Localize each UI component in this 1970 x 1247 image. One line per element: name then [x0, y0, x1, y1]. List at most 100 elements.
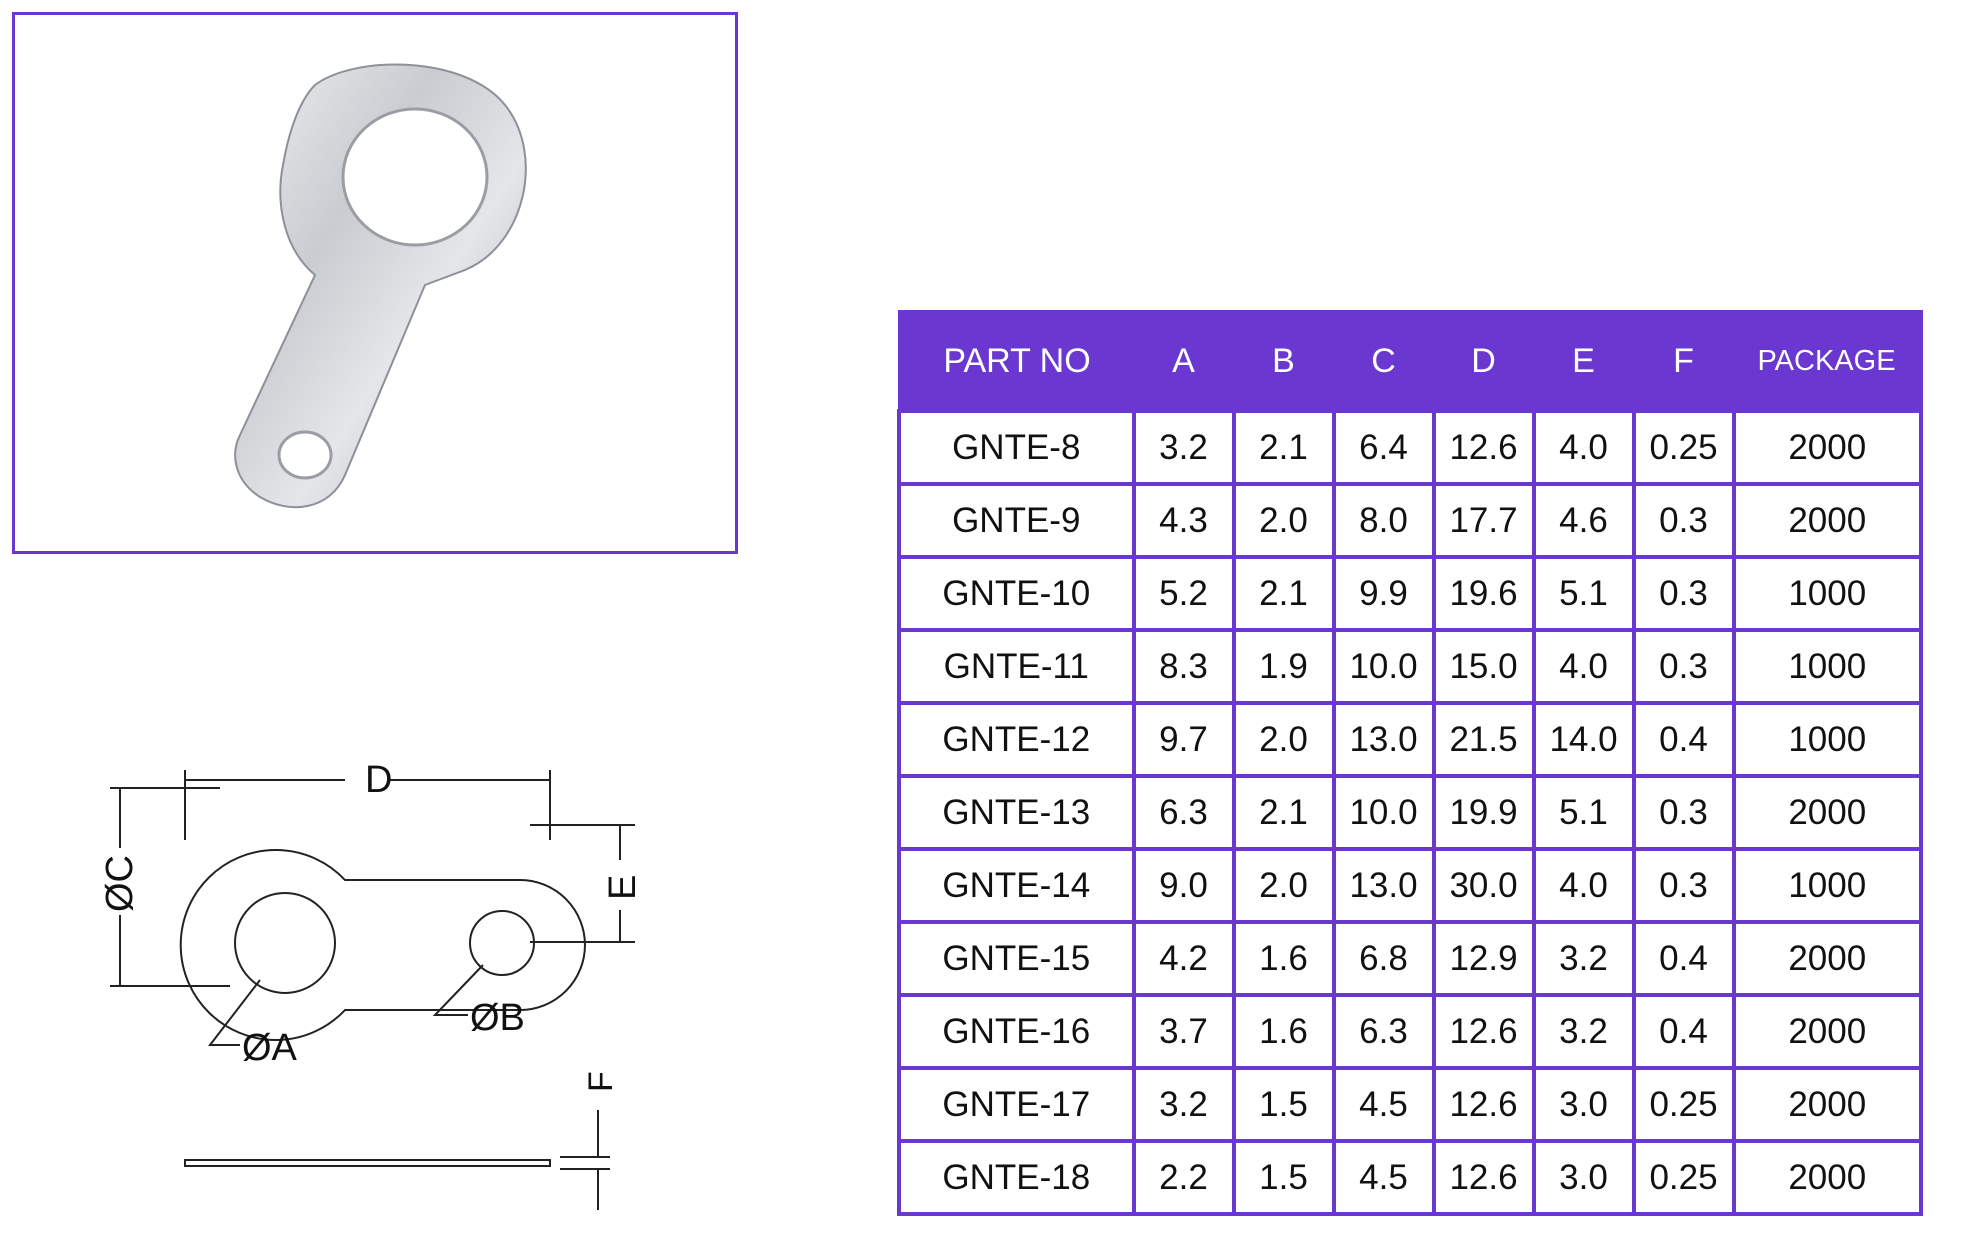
- cell-a: 6.3: [1131, 774, 1236, 851]
- cell-b: 2.1: [1231, 409, 1336, 486]
- cell-b: 2.1: [1231, 555, 1336, 632]
- cell-part-no: GNTE-16: [897, 993, 1136, 1070]
- cell-package: 2000: [1731, 920, 1923, 997]
- cell-c: 10.0: [1331, 774, 1436, 851]
- cell-f: 0.4: [1631, 701, 1736, 778]
- cell-d: 12.6: [1431, 1066, 1536, 1143]
- col-header-package: PACKAGE: [1733, 311, 1921, 411]
- cell-c: 4.5: [1331, 1066, 1436, 1143]
- cell-d: 19.9: [1431, 774, 1536, 851]
- cell-f: 0.3: [1631, 555, 1736, 632]
- cell-e: 4.0: [1531, 847, 1636, 924]
- dimension-drawing: D ØC E ØA ØB F: [90, 680, 690, 1220]
- cell-b: 1.9: [1231, 628, 1336, 705]
- cell-e: 4.0: [1531, 409, 1636, 486]
- cell-part-no: GNTE-9: [897, 482, 1136, 559]
- cell-a: 5.2: [1131, 555, 1236, 632]
- cell-b: 1.6: [1231, 920, 1336, 997]
- cell-f: 0.3: [1631, 847, 1736, 924]
- cell-e: 3.0: [1531, 1139, 1636, 1216]
- cell-c: 6.4: [1331, 409, 1436, 486]
- cell-package: 1000: [1731, 628, 1923, 705]
- hole-b: [469, 910, 535, 976]
- label-c: ØC: [99, 855, 141, 912]
- cell-d: 30.0: [1431, 847, 1536, 924]
- cell-package: 2000: [1731, 774, 1923, 851]
- solder-lug-photo: [234, 63, 527, 509]
- cell-a: 4.2: [1131, 920, 1236, 997]
- col-header-e: E: [1533, 311, 1634, 411]
- cell-part-no: GNTE-8: [897, 409, 1136, 486]
- cell-e: 5.1: [1531, 774, 1636, 851]
- cell-e: 4.0: [1531, 628, 1636, 705]
- cell-f: 0.3: [1631, 774, 1736, 851]
- cell-d: 17.7: [1431, 482, 1536, 559]
- col-header-part-no: PART NO: [899, 311, 1134, 411]
- cell-f: 0.3: [1631, 628, 1736, 705]
- lug-outline-path: [179, 849, 586, 1041]
- cell-e: 14.0: [1531, 701, 1636, 778]
- label-f: F: [582, 1071, 620, 1092]
- cell-package: 2000: [1731, 993, 1923, 1070]
- col-header-b: B: [1233, 311, 1334, 411]
- cell-c: 6.3: [1331, 993, 1436, 1070]
- hole-a: [234, 892, 336, 994]
- cell-part-no: GNTE-12: [897, 701, 1136, 778]
- cell-e: 5.1: [1531, 555, 1636, 632]
- cell-c: 6.8: [1331, 920, 1436, 997]
- cell-b: 1.5: [1231, 1139, 1336, 1216]
- cell-part-no: GNTE-11: [897, 628, 1136, 705]
- cell-d: 21.5: [1431, 701, 1536, 778]
- cell-e: 3.2: [1531, 920, 1636, 997]
- cell-package: 1000: [1731, 847, 1923, 924]
- cell-part-no: GNTE-17: [897, 1066, 1136, 1143]
- cell-b: 1.5: [1231, 1066, 1336, 1143]
- col-header-a: A: [1133, 311, 1234, 411]
- col-header-f: F: [1633, 311, 1734, 411]
- cell-part-no: GNTE-10: [897, 555, 1136, 632]
- cell-d: 12.6: [1431, 1139, 1536, 1216]
- cell-part-no: GNTE-13: [897, 774, 1136, 851]
- cell-d: 19.6: [1431, 555, 1536, 632]
- cell-b: 2.0: [1231, 701, 1336, 778]
- cell-d: 12.6: [1431, 993, 1536, 1070]
- cell-b: 2.0: [1231, 847, 1336, 924]
- cell-a: 4.3: [1131, 482, 1236, 559]
- cell-f: 0.25: [1631, 1066, 1736, 1143]
- cell-c: 4.5: [1331, 1139, 1436, 1216]
- table-header-row: PART NO A B C D E F PACKAGE: [899, 311, 1921, 411]
- label-e: E: [602, 875, 644, 900]
- cell-e: 4.6: [1531, 482, 1636, 559]
- cell-f: 0.3: [1631, 482, 1736, 559]
- col-header-c: C: [1333, 311, 1434, 411]
- cell-f: 0.25: [1631, 409, 1736, 486]
- cell-a: 3.2: [1131, 409, 1236, 486]
- cell-package: 2000: [1731, 409, 1923, 486]
- label-d: D: [365, 759, 392, 801]
- cell-c: 8.0: [1331, 482, 1436, 559]
- cell-f: 0.4: [1631, 993, 1736, 1070]
- cell-package: 2000: [1731, 1139, 1923, 1216]
- cell-part-no: GNTE-18: [897, 1139, 1136, 1216]
- cell-a: 8.3: [1131, 628, 1236, 705]
- cell-c: 13.0: [1331, 701, 1436, 778]
- cell-f: 0.4: [1631, 920, 1736, 997]
- cell-a: 9.0: [1131, 847, 1236, 924]
- cell-c: 13.0: [1331, 847, 1436, 924]
- cell-c: 10.0: [1331, 628, 1436, 705]
- product-photo-frame: [12, 12, 738, 554]
- cell-b: 2.0: [1231, 482, 1336, 559]
- cell-a: 9.7: [1131, 701, 1236, 778]
